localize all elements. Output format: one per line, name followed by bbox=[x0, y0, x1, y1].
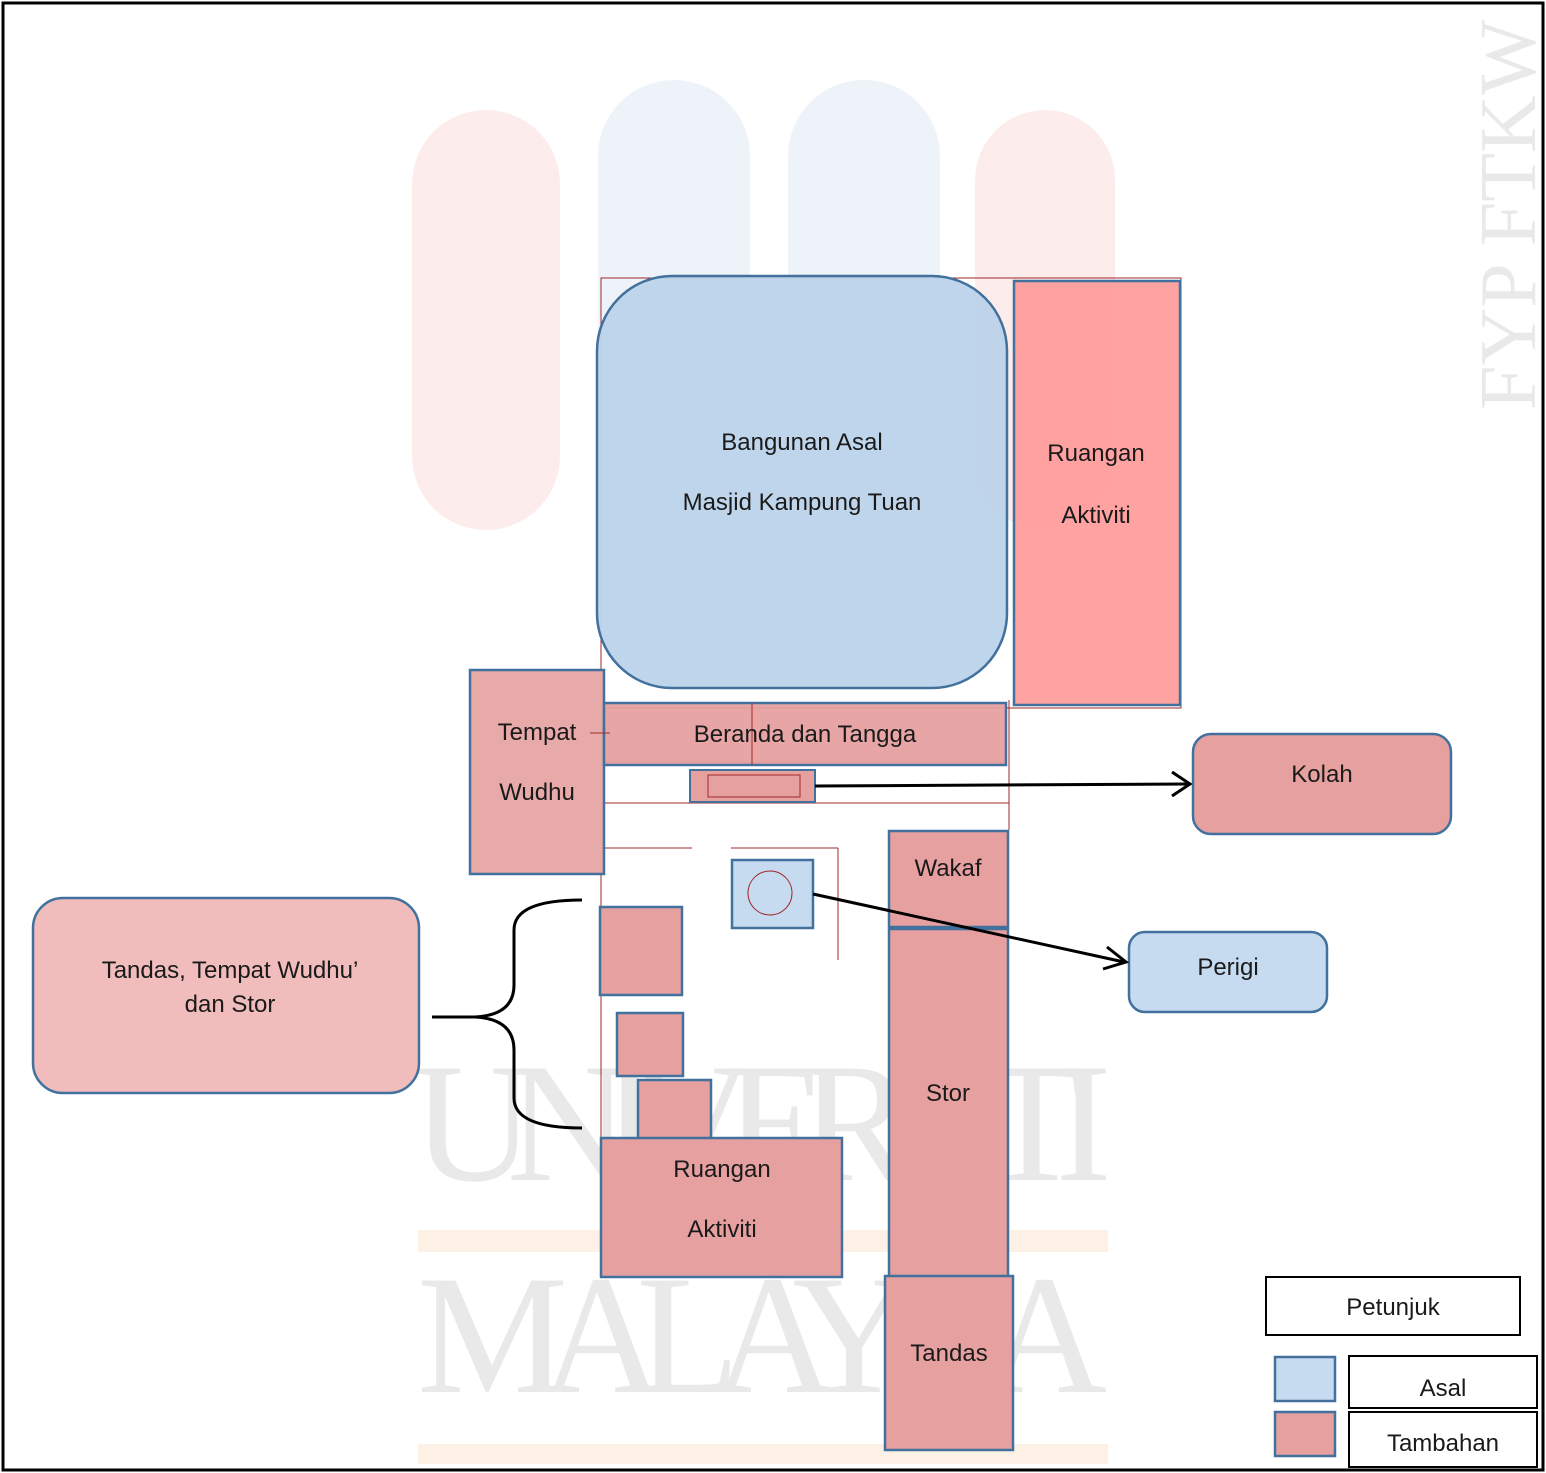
legend-title: Petunjuk bbox=[1346, 1294, 1440, 1321]
activity-room-right-label-1: Ruangan bbox=[1047, 440, 1144, 467]
toilet bbox=[883, 1274, 1015, 1452]
legend-label-box-asal bbox=[1348, 1355, 1538, 1409]
toilet-box-1 bbox=[598, 905, 684, 997]
activity-room-right-label-2: Aktiviti bbox=[1061, 502, 1130, 529]
legend-swatch-asal bbox=[1273, 1355, 1337, 1403]
watermark-pill-1 bbox=[412, 110, 560, 530]
kolah-plan-inner bbox=[707, 774, 801, 798]
legend: Petunjuk Asal Tambahan bbox=[1265, 1276, 1538, 1468]
wakaf-label: Wakaf bbox=[914, 855, 981, 882]
toilet-group-label-2: dan Stor bbox=[185, 991, 276, 1018]
activity-room-bottom-label-2: Aktiviti bbox=[687, 1216, 756, 1243]
legend-title-box bbox=[1265, 1276, 1521, 1336]
kolah-arrowhead bbox=[1171, 770, 1193, 798]
toilet-box-3 bbox=[636, 1078, 713, 1142]
toilet-label: Tandas bbox=[910, 1340, 987, 1367]
wudhu-place-label-1: Tempat bbox=[498, 719, 577, 746]
kolah-arrow bbox=[814, 782, 1189, 788]
main-building bbox=[595, 274, 1009, 690]
wudhu-place bbox=[468, 668, 606, 876]
legend-label-tambahan: Tambahan bbox=[1387, 1430, 1499, 1457]
activity-room-bottom-label-1: Ruangan bbox=[673, 1156, 770, 1183]
legend-swatch-tambahan bbox=[1273, 1410, 1337, 1458]
watermark-fyp: FYP FTKW bbox=[1465, 19, 1546, 410]
kolah-callout bbox=[1191, 732, 1453, 836]
store bbox=[887, 927, 1010, 1279]
wudhu-place-label-2: Wudhu bbox=[499, 779, 575, 806]
legend-label-box-tambahan bbox=[1348, 1411, 1538, 1468]
perigi-arrow bbox=[812, 892, 1125, 964]
toilet-group-label-1: Tandas, Tempat Wudhu’ bbox=[102, 957, 359, 984]
activity-room-right bbox=[1012, 279, 1182, 707]
perigi-well-circle bbox=[747, 870, 793, 916]
activity-room-bottom bbox=[599, 1136, 844, 1279]
legend-label-asal: Asal bbox=[1420, 1375, 1467, 1402]
kolah-callout-label: Kolah bbox=[1291, 761, 1352, 788]
perigi-callout bbox=[1127, 930, 1329, 1014]
brace-icon bbox=[432, 898, 583, 1130]
perigi-arrowhead bbox=[1102, 945, 1130, 971]
toilet-group-callout bbox=[31, 896, 421, 1095]
main-building-label-2: Masjid Kampung Tuan bbox=[683, 489, 922, 516]
store-label: Stor bbox=[926, 1080, 970, 1107]
toilet-box-2 bbox=[615, 1011, 685, 1078]
veranda-label: Beranda dan Tangga bbox=[694, 721, 917, 748]
perigi-callout-label: Perigi bbox=[1197, 954, 1258, 981]
wakaf bbox=[887, 829, 1010, 929]
veranda bbox=[602, 701, 1008, 767]
perigi-plan bbox=[730, 858, 815, 930]
main-building-label-1: Bangunan Asal bbox=[721, 429, 882, 456]
